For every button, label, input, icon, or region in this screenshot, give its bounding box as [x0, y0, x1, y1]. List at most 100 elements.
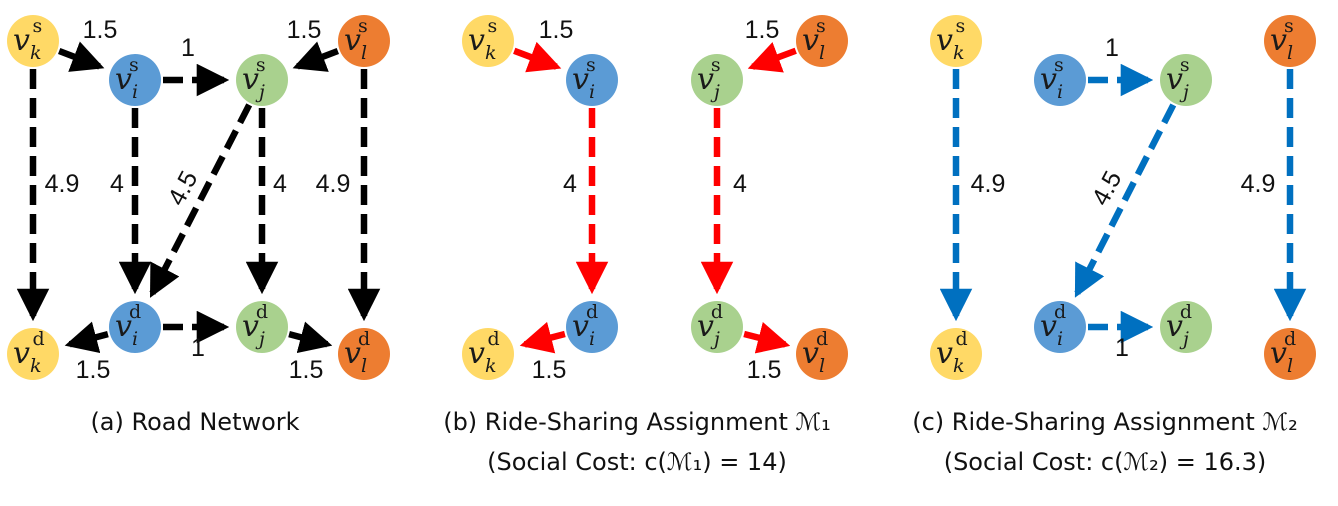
edge-weight-id-kd: 1.5: [532, 356, 567, 384]
edge-ls-js: [292, 41, 340, 72]
node-label: vjs: [242, 54, 266, 103]
node-circle: [236, 54, 288, 106]
node-v-i-d: vid: [1034, 301, 1086, 353]
node-label: vks: [468, 15, 497, 64]
node-v-j-d: vjd: [1160, 301, 1212, 353]
panel-caption-line-1: (c) Ride-Sharing Assignment ℳ₂: [912, 408, 1298, 436]
node-circle: [796, 15, 848, 67]
edge-weight-is-js: 1: [181, 34, 195, 62]
edge-weight-ls-js: 1.5: [287, 16, 322, 44]
node-v-j-s: vjs: [236, 54, 288, 106]
edge-weight-js-id: 4.5: [1086, 166, 1127, 210]
edge-js-id: [149, 103, 253, 298]
edge-weight-js-jd: 4: [733, 170, 747, 198]
node-circle: [796, 328, 848, 380]
edge-weight-jd-ld: 1.5: [747, 356, 782, 384]
edge-weight-is-id: 4: [563, 170, 577, 198]
edge-id-kd: [64, 321, 109, 353]
node-label: vjd: [697, 301, 723, 350]
node-circle: [691, 301, 743, 353]
node-circle: [109, 54, 161, 106]
node-circle: [7, 15, 59, 67]
node-label: vld: [344, 328, 370, 377]
panel-caption-line-1: (a) Road Network: [90, 408, 299, 436]
node-label: vis: [115, 54, 139, 103]
node-label: vls: [344, 15, 368, 64]
edge-weight-ks-kd: 4.9: [971, 170, 1006, 198]
edge-weight-is-id: 4: [110, 170, 124, 198]
node-label: vid: [1040, 301, 1066, 350]
edge-weight-ls-ld: 4.9: [316, 170, 351, 198]
node-v-j-d: vjd: [236, 301, 288, 353]
node-label: vjd: [1166, 301, 1192, 350]
node-v-j-s: vjs: [691, 54, 743, 106]
edge-ls-js: [747, 42, 797, 73]
node-label: vkd: [13, 328, 45, 377]
node-circle: [462, 328, 514, 380]
edge-weight-js-id: 4.5: [162, 166, 203, 210]
node-circle: [566, 54, 618, 106]
node-label: vls: [802, 15, 826, 64]
node-circle: [7, 328, 59, 380]
node-label: vis: [1040, 54, 1064, 103]
edge-weight-jd-ld: 1.5: [289, 356, 324, 384]
node-label: vjs: [697, 54, 721, 103]
node-circle: [1034, 301, 1086, 353]
node-v-i-s: vis: [109, 54, 161, 106]
edge-jd-ld: [288, 321, 333, 353]
edge-js-id: [1074, 103, 1177, 298]
edge-weight-id-jd: 1: [191, 334, 205, 362]
node-circle: [1034, 54, 1086, 106]
node-circle: [338, 328, 390, 380]
node-v-l-s: vls: [796, 15, 848, 67]
node-label: vls: [1270, 15, 1294, 64]
node-label: vid: [115, 301, 141, 350]
node-v-j-d: vjd: [691, 301, 743, 353]
node-circle: [1160, 301, 1212, 353]
edge-id-kd: [519, 321, 566, 354]
node-circle: [338, 15, 390, 67]
node-circle: [236, 301, 288, 353]
node-circle: [566, 301, 618, 353]
edge-weight-ls-ld: 4.9: [1241, 170, 1276, 198]
node-v-k-s: vks: [462, 15, 514, 67]
node-label: vkd: [468, 328, 500, 377]
node-v-l-d: vld: [796, 328, 848, 380]
edge-weight-ls-js: 1.5: [745, 16, 780, 44]
node-v-l-s: vls: [338, 15, 390, 67]
edge-weight-ks-kd: 4.9: [45, 170, 80, 198]
edge-weight-ks-is: 1.5: [83, 16, 118, 44]
node-v-k-d: vkd: [7, 328, 59, 380]
node-v-i-d: vid: [566, 301, 618, 353]
node-label: vld: [802, 328, 828, 377]
panel-caption-line-2: (Social Cost: c(ℳ₂) = 16.3): [944, 448, 1267, 476]
node-v-k-s: vks: [7, 15, 59, 67]
panel-caption-line-2: (Social Cost: c(ℳ₁) = 14): [487, 448, 787, 476]
node-v-l-s: vls: [1264, 15, 1316, 67]
edge-weight-js-jd: 4: [273, 170, 287, 198]
node-v-l-d: vld: [1264, 328, 1316, 380]
node-circle: [930, 15, 982, 67]
node-v-l-d: vld: [338, 328, 390, 380]
node-label: vjs: [1166, 54, 1190, 103]
node-circle: [930, 328, 982, 380]
node-v-k-s: vks: [930, 15, 982, 67]
node-label: vis: [572, 54, 596, 103]
node-label: vks: [13, 15, 42, 64]
node-label: vld: [1270, 328, 1296, 377]
node-v-j-s: vjs: [1160, 54, 1212, 106]
node-label: vkd: [936, 328, 968, 377]
node-v-i-d: vid: [109, 301, 161, 353]
node-v-i-s: vis: [1034, 54, 1086, 106]
edge-weight-ks-is: 1.5: [539, 16, 574, 44]
node-circle: [1264, 328, 1316, 380]
edge-ks-is: [57, 41, 105, 72]
node-circle: [1264, 15, 1316, 67]
node-v-k-d: vkd: [462, 328, 514, 380]
node-v-i-s: vis: [566, 54, 618, 106]
node-label: vid: [572, 301, 598, 350]
edge-weight-id-jd: 1: [1115, 334, 1129, 362]
